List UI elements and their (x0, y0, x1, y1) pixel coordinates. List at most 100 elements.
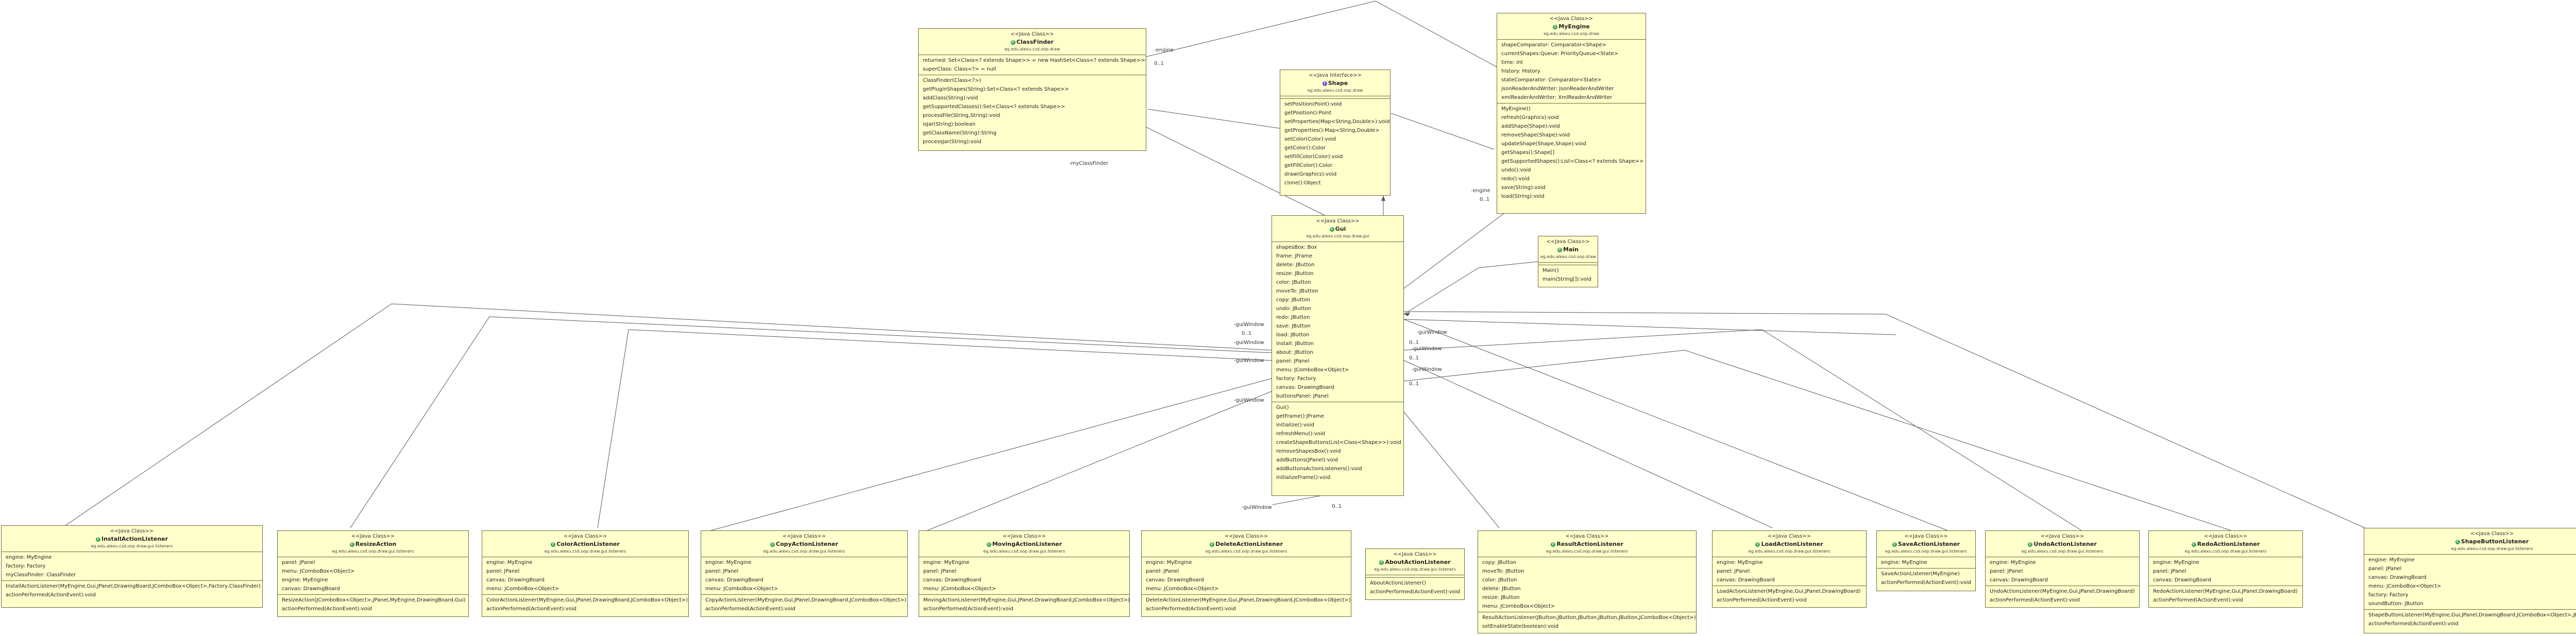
attribute: engine: MyEngine (1881, 560, 1927, 565)
attribute: engine: MyEngine (6, 555, 52, 560)
edge-redo-gui (1403, 350, 2231, 531)
operation: actionPerformed(ActionEvent):void (705, 606, 795, 612)
stereotype: <<Java Class>> (110, 528, 154, 534)
edge-label-guiwindow-1: -guiWindow (1234, 322, 1264, 328)
operation: Main() (1543, 268, 1559, 273)
operation: main(String[]):void (1543, 277, 1591, 282)
operation: setFillColor(Color):void (1284, 154, 1343, 160)
edge-save-gui (1403, 319, 1948, 531)
operation: addShape(Shape):void (1501, 124, 1560, 129)
operation: AboutActionListener() (1370, 580, 1426, 586)
operations-section: ColorActionListener(MyEngine,Gui,JPanel,… (482, 595, 688, 614)
operation: ShapeButtonListener(MyEngine,Gui,JPanel,… (2368, 612, 2576, 618)
edge-label-mult-top: 0..1 (1154, 61, 1164, 66)
stereotype: <<Java Class>> (351, 534, 395, 539)
operation: processJar(String):void (923, 139, 981, 145)
edge-main-gui (1403, 261, 1538, 315)
attribute: engine: MyEngine (282, 577, 328, 583)
operation: getPluginShapes(String):Set<Class<? exte… (923, 87, 1069, 92)
attribute: delete: JButton (1276, 262, 1315, 268)
attribute: myClassFinder: ClassFinder (6, 572, 76, 578)
stereotype: <<Java Class>> (1549, 16, 1594, 22)
class-icon: C (1557, 247, 1562, 252)
stereotype: <<Java Class>> (1224, 534, 1268, 539)
edge-undo-gui (1403, 329, 2082, 531)
attribute: stateComparator: Comparator<State> (1501, 77, 1602, 83)
class-name-text: Main (1563, 246, 1579, 253)
operations-section: MovingActionListener(MyEngine,Gui,JPanel… (919, 595, 1129, 614)
operations-section: DeleteActionListener(MyEngine,Gui,JPanel… (1142, 595, 1351, 614)
operation: removeShapesBox():void (1276, 449, 1341, 454)
attribute: canvas: DrawingBoard (1717, 577, 1775, 583)
class-name-text: ResultActionListener (1556, 541, 1623, 547)
package-name: eg.edu.alexu.csd.oop.draw.gui.listeners (2021, 549, 2104, 554)
class-icon: C (986, 542, 991, 547)
class-name-text: UndoActionListener (2033, 541, 2097, 547)
attribute: resize: JButton (1276, 271, 1314, 277)
class-name-text: LoadActionListener (1761, 541, 1823, 547)
operation: refreshMenu():void (1276, 431, 1325, 437)
operations-section: AboutActionListener()actionPerformed(Act… (1366, 578, 1464, 597)
operation: actionPerformed(ActionEvent):void (2368, 621, 2459, 627)
operation: getSupportedShapes():List<Class<? extend… (1501, 159, 1644, 164)
edge-label-guiwindow-8: -guiWindow (1412, 367, 1442, 372)
attribute: moveTo: JButton (1482, 569, 1524, 574)
operations-section: ClassFinder(Class<?>)getPluginShapes(Str… (919, 75, 1146, 147)
attribute: canvas: DrawingBoard (2153, 577, 2211, 583)
operation: MyEngine() (1501, 106, 1531, 112)
operation: getShapes():Shape[] (1501, 150, 1555, 156)
class-name-text: SaveActionListener (1897, 541, 1960, 547)
stereotype: <<Java Class>> (1565, 534, 1609, 539)
attribute: panel: JPanel (1276, 358, 1310, 364)
class-icon: C (1329, 227, 1334, 232)
attribute: menu: JComboBox<Object> (486, 586, 560, 592)
operation: initializeFrame():void (1276, 475, 1331, 480)
operation: actionPerformed(ActionEvent):void (282, 606, 372, 612)
operations-section: ShapeButtonListener(MyEngine,Gui,JPanel,… (2364, 610, 2576, 629)
operations-section: SaveActionListener(MyEngine)actionPerfor… (1877, 569, 1975, 588)
package-name: eg.edu.alexu.csd.oop.draw.gui.listeners (2184, 549, 2267, 554)
operations-section: RedoActionListener(MyEngine,Gui,JPanel,D… (2149, 586, 2302, 606)
operations-section: ResizeAction(JComboBox<Object>,JPanel,My… (278, 595, 468, 614)
attribute: xmlReaderAndWriter: XmlReaderAndWriter (1501, 95, 1613, 100)
attribute: canvas: DrawingBoard (705, 577, 764, 583)
stereotype: <<Java Class>> (1767, 534, 1811, 539)
attribute: color: JButton (1482, 577, 1517, 583)
class-name-text: DeleteActionListener (1215, 541, 1283, 547)
operation: CopyActionListener(MyEngine,Gui,JPanel,D… (705, 597, 907, 603)
edge-label-mult-6: 0..1 (1409, 340, 1419, 346)
attribute: panel: JPanel (2153, 569, 2187, 574)
stereotype: <<Java Class>> (2470, 531, 2514, 537)
